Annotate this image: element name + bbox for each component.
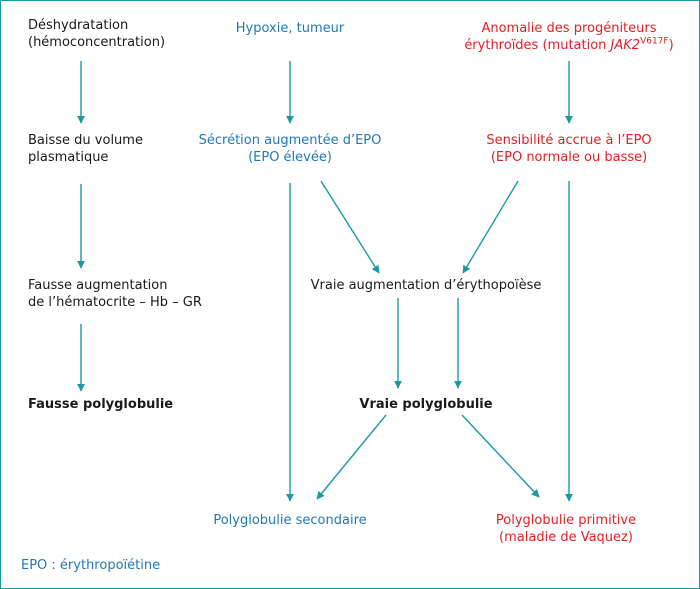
node-progenitor-anomaly: Anomalie des progéniteurs érythroïdes (m… bbox=[444, 20, 694, 54]
node-primary-polyglobulia: Polyglobulie primitive (maladie de Vaque… bbox=[495, 513, 637, 545]
node-epo-sensitivity: Sensibilité accrue à l’EPO (EPO normale … bbox=[486, 133, 652, 165]
node-false-increase: Fausse augmentation de l’hématocrite – H… bbox=[28, 278, 202, 310]
node-true-polyglobulia: Vraie polyglobulie bbox=[359, 397, 493, 412]
node-hypoxia: Hypoxie, tumeur bbox=[235, 21, 345, 36]
node-false-polyglobulia: Fausse polyglobulie bbox=[28, 397, 174, 412]
node-true-erythropoiesis: Vraie augmentation d’érythopoïèse bbox=[310, 278, 542, 293]
node-secondary-polyglobulia: Polyglobulie secondaire bbox=[213, 513, 367, 528]
arrow-true-polyglobulia-to-secondary bbox=[316, 414, 387, 500]
arrow-sensitivity-to-true-erythropoiesis bbox=[462, 180, 519, 274]
node-dehydration: Déshydratation (hémoconcentration) bbox=[28, 18, 166, 50]
arrow-epo-secretion-to-true-erythropoiesis bbox=[320, 180, 380, 274]
node-plasma-drop: Baisse du volume plasmatique bbox=[28, 133, 143, 165]
arrow-true-polyglobulia-to-primary bbox=[461, 414, 540, 498]
node-progenitor-anomaly-line2: érythroïdes (mutation JAK2V617F) bbox=[464, 36, 674, 53]
footnote: EPO : érythropoïétine bbox=[21, 558, 161, 573]
node-epo-secretion: Sécrétion augmentée d’EPO (EPO élevée) bbox=[198, 133, 382, 165]
